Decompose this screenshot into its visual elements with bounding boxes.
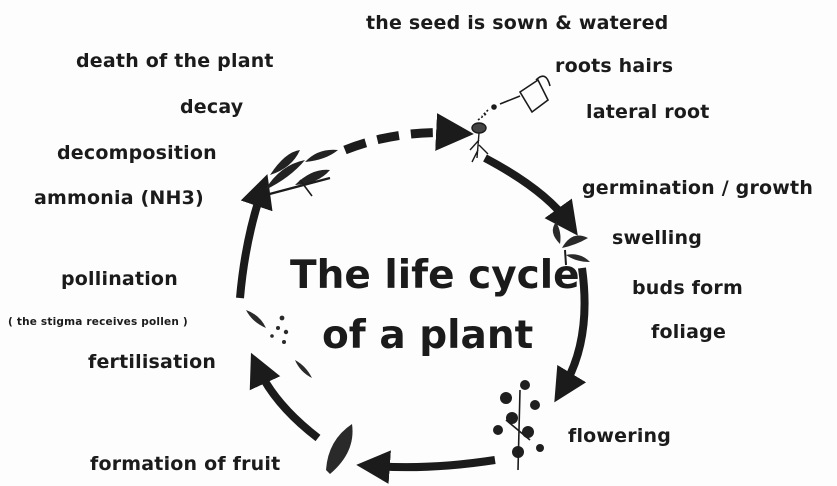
arrow-seed-to-germination [485,158,568,222]
label-fertilisation: fertilisation [88,351,216,373]
label-flowering: flowering [568,425,671,447]
label-seed-sown: the seed is sown & watered [366,12,668,34]
label-lateral-root: lateral root [586,101,710,123]
label-stigma-note: ( the stigma receives pollen ) [8,316,188,328]
dead-plant-icon [262,150,338,196]
arrow-pollination-to-death [240,190,262,298]
arrow-flowering-to-fruit [373,460,495,467]
label-germination: germination / growth [582,177,813,199]
flowering-plant-icon [493,380,544,470]
label-ammonia: ammonia (NH3) [34,187,204,209]
arrow-fruit-to-pollination [258,368,318,438]
diagram-title-line1: The life cycle [290,253,580,298]
label-roots-hairs: roots hairs [555,55,673,77]
watering-can-icon [478,76,550,120]
label-swelling: swelling [612,227,702,249]
label-death-of-plant: death of the plant [76,50,274,72]
label-buds-form: buds form [632,277,743,299]
label-foliage: foliage [651,321,726,343]
fruit-icon [326,424,353,474]
label-decay: decay [180,96,243,118]
label-decomposition: decomposition [57,142,217,164]
pollen-icon [246,310,312,378]
arrow-decay-to-seed [345,133,455,150]
label-formation-of-fruit: formation of fruit [90,453,280,475]
seed-sprout-icon [470,123,488,162]
label-pollination: pollination [61,268,178,290]
diagram-title-line2: of a plant [322,313,533,358]
